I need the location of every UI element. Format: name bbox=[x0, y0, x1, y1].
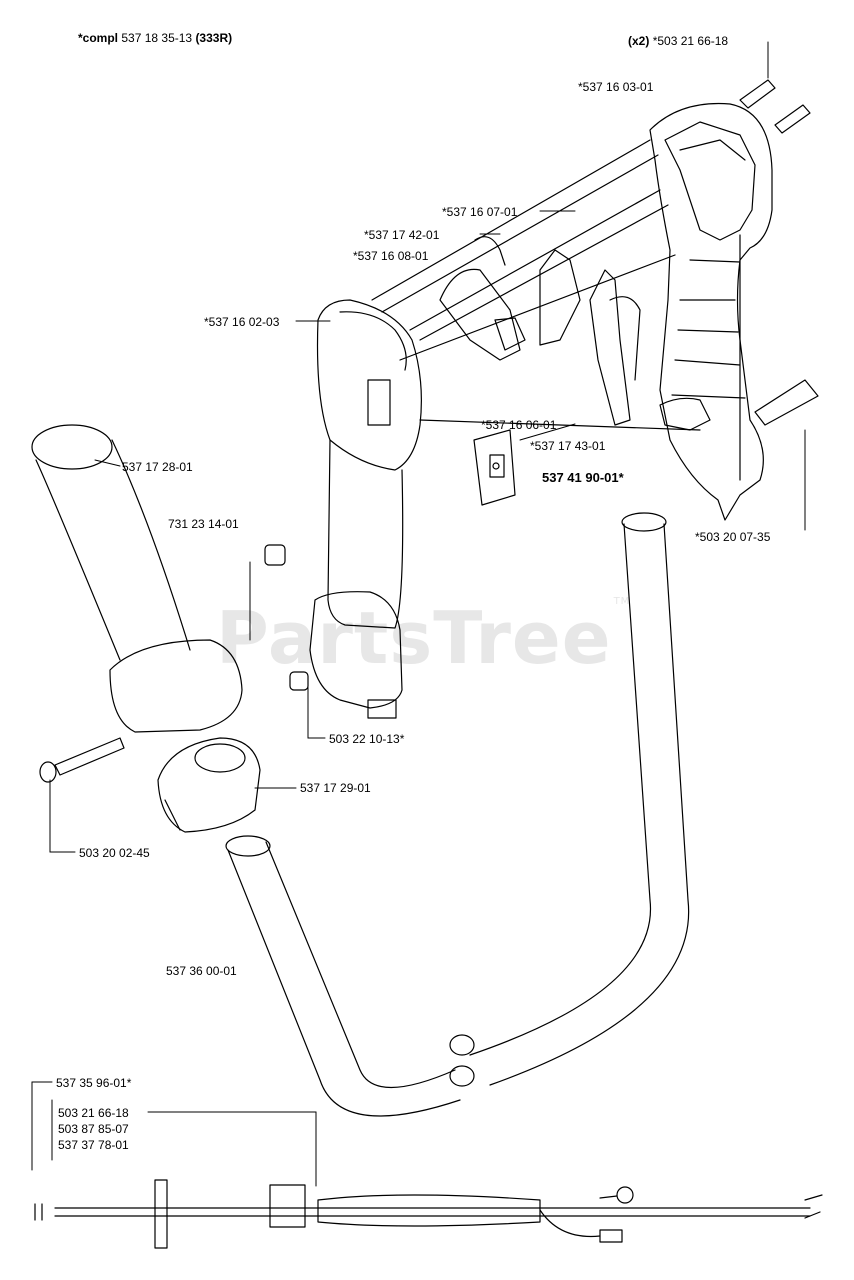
clamp bbox=[157, 737, 261, 833]
left-housing bbox=[309, 299, 422, 719]
part-label: *537 16 06-01 bbox=[481, 418, 557, 432]
part-label: 537 17 29-01 bbox=[300, 781, 371, 795]
part-label: 537 35 96-01* bbox=[56, 1076, 132, 1090]
cable bbox=[34, 1179, 823, 1249]
handle-frame bbox=[649, 102, 773, 521]
part-label: 537 17 28-01 bbox=[122, 460, 193, 474]
part-label: *503 20 07-35 bbox=[695, 530, 771, 544]
x2-number: *503 21 66-18 bbox=[652, 34, 729, 48]
part-label: *537 17 42-01 bbox=[364, 228, 440, 242]
part-label: *537 16 08-01 bbox=[353, 249, 429, 263]
compl-label: *compl 537 18 35-13 (333R) bbox=[78, 31, 232, 45]
part-label: 537 37 78-01 bbox=[58, 1138, 129, 1152]
part-label: 731 23 14-01 bbox=[168, 517, 239, 531]
trigger-parts bbox=[439, 236, 641, 426]
part-label: *537 17 43-01 bbox=[530, 439, 606, 453]
watermark-label: PartsTree bbox=[216, 596, 612, 680]
frame-bars bbox=[371, 139, 701, 431]
watermark-tm: TM bbox=[613, 596, 631, 607]
part-label: 503 21 66-18 bbox=[58, 1106, 129, 1120]
grip-tube bbox=[31, 424, 243, 733]
part-label: 503 87 85-07 bbox=[58, 1122, 129, 1136]
part-label: 503 22 10-13* bbox=[329, 732, 405, 746]
part-label: 537 36 00-01 bbox=[166, 964, 237, 978]
switch-part bbox=[473, 429, 516, 506]
compl-number: 537 18 35-13 bbox=[121, 31, 193, 45]
compl-model: (333R) bbox=[195, 31, 233, 45]
part-label: 537 41 90-01* bbox=[542, 470, 624, 485]
leader-lines bbox=[31, 41, 806, 1187]
j-bar-tube bbox=[225, 512, 690, 1117]
spacer bbox=[264, 544, 309, 691]
bolts bbox=[39, 79, 819, 783]
part-label: 503 20 02-45 bbox=[79, 846, 150, 860]
x2-label: (x2) *503 21 66-18 bbox=[628, 34, 728, 48]
part-label: *537 16 02-03 bbox=[204, 315, 280, 329]
part-label: *537 16 03-01 bbox=[578, 80, 654, 94]
x2-prefix: (x2) bbox=[628, 34, 650, 48]
part-label: *537 16 07-01 bbox=[442, 205, 518, 219]
compl-prefix: *compl bbox=[78, 31, 119, 45]
